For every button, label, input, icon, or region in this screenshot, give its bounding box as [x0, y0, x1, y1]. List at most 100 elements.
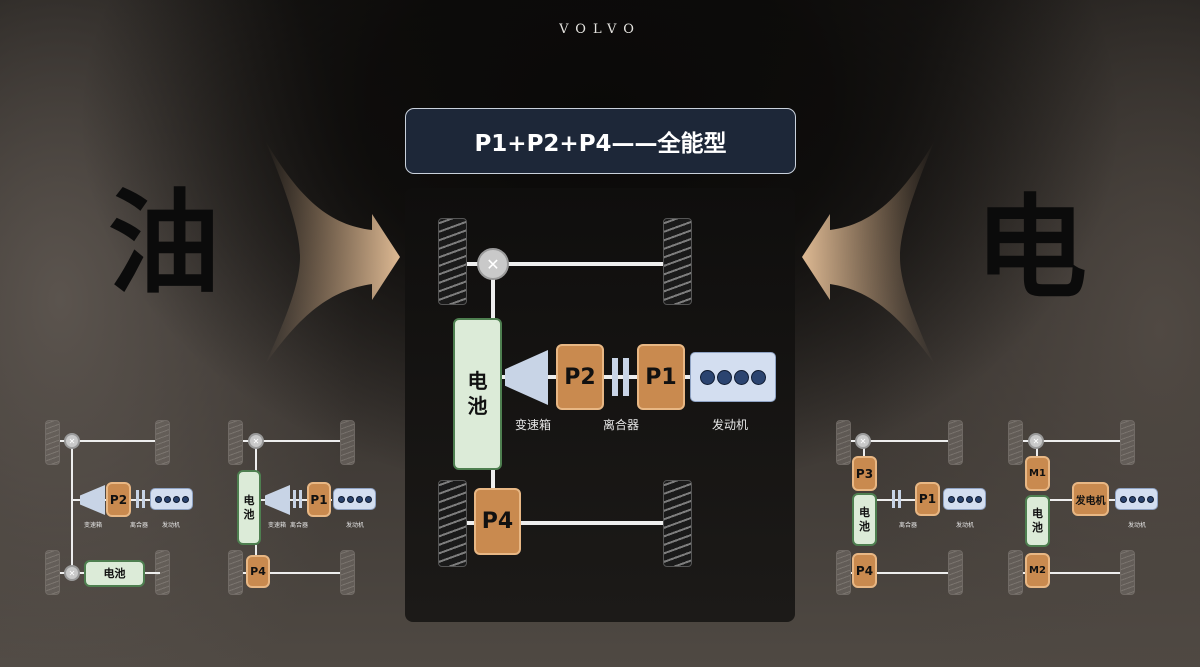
cylinder-icon	[154, 495, 162, 503]
oil-char: 油	[108, 179, 220, 309]
cylinder-icon	[717, 369, 732, 385]
clutch-plate	[612, 358, 618, 396]
diagram-title: P1+P2+P4——全能型	[405, 108, 796, 174]
motor-p3: P3	[852, 456, 877, 491]
engine-block	[333, 488, 376, 510]
front-axle	[60, 440, 155, 442]
wheel-icon	[228, 420, 243, 465]
drive-shaft	[863, 441, 865, 461]
front-axle	[243, 440, 340, 442]
cylinder-icon	[734, 369, 749, 385]
wheel-icon	[836, 420, 851, 465]
cylinder-icon	[947, 495, 955, 503]
wheel-icon	[438, 218, 467, 305]
component-label: 变速箱	[83, 522, 102, 529]
wheel-icon	[45, 550, 60, 595]
cylinder-icon	[346, 495, 354, 503]
wheel-icon	[663, 480, 692, 567]
cylinder-icon	[1128, 495, 1136, 503]
motor-p1: P1	[915, 482, 940, 516]
differential-icon: ✕	[64, 433, 80, 449]
clutch-plate	[293, 490, 296, 508]
powertrain-shaft	[877, 499, 917, 501]
electric-char: 电	[975, 184, 1087, 314]
cylinder-icon	[751, 369, 766, 385]
right-arrow-icon	[802, 140, 935, 365]
wheel-icon	[45, 420, 60, 465]
component-label: 发动机	[711, 418, 748, 432]
wheel-icon	[1008, 420, 1023, 465]
differential-icon: ✕	[1028, 433, 1044, 449]
rear-axle	[1023, 572, 1120, 574]
drive-shaft	[255, 545, 257, 557]
cylinder-icon	[364, 495, 372, 503]
cylinder-icon	[355, 495, 363, 503]
motor-p1: P1	[307, 482, 331, 517]
cylinder-icon	[1119, 495, 1127, 503]
differential-icon: ✕	[64, 565, 80, 581]
wheel-icon	[948, 420, 963, 465]
wheel-icon	[663, 218, 692, 305]
motor-p2: P2	[556, 344, 604, 410]
rear-axle	[851, 572, 948, 574]
drive-shaft	[491, 468, 495, 492]
component-label: 变速箱	[514, 418, 551, 432]
cylinder-icon	[337, 495, 345, 503]
differential-icon: ✕	[855, 433, 871, 449]
wheel-icon	[836, 550, 851, 595]
component-label: 变速箱	[267, 522, 286, 529]
powertrain-shaft	[260, 499, 332, 501]
motor-p1: P1	[637, 344, 685, 410]
component-label: 发动机	[345, 522, 364, 529]
component-label: 离合器	[289, 522, 308, 529]
motor-p2: P2	[106, 482, 131, 517]
motor-p4: P4	[474, 488, 521, 555]
wheel-icon	[1008, 550, 1023, 595]
drive-shaft	[255, 441, 257, 471]
generator-block: 发电机	[1072, 482, 1109, 516]
wheel-icon	[1120, 420, 1135, 465]
engine-block	[690, 352, 776, 402]
rear-axle	[243, 572, 340, 574]
engine-block	[943, 488, 986, 510]
motor-m1: M1	[1025, 456, 1050, 491]
battery-block: 电池	[84, 560, 145, 587]
component-label: 发动机	[161, 522, 180, 529]
battery-block: 电 池	[237, 470, 261, 545]
cylinder-icon	[974, 495, 982, 503]
wheel-icon	[340, 420, 355, 465]
front-axle	[1023, 440, 1120, 442]
clutch-plate	[892, 490, 895, 508]
drive-shaft	[71, 441, 73, 573]
motor-m2: M2	[1025, 553, 1050, 588]
wheel-icon	[340, 550, 355, 595]
volvo-logo: VOLVO	[559, 22, 641, 37]
cylinder-icon	[172, 495, 180, 503]
front-axle	[467, 262, 663, 266]
drive-shaft	[1036, 441, 1038, 461]
battery-block: 电 池	[852, 493, 877, 546]
left-arrow-icon	[265, 140, 400, 365]
component-label: 离合器	[602, 418, 639, 432]
cylinder-icon	[700, 369, 715, 385]
cylinder-icon	[956, 495, 964, 503]
battery-block: 电 池	[453, 318, 502, 470]
component-label: 发动机	[955, 522, 974, 529]
clutch-plate	[623, 358, 629, 396]
engine-block	[1115, 488, 1158, 510]
cylinder-icon	[1137, 495, 1145, 503]
motor-p4: P4	[246, 555, 270, 588]
clutch-plate	[898, 490, 901, 508]
clutch-plate	[299, 490, 302, 508]
wheel-icon	[948, 550, 963, 595]
motor-p4: P4	[852, 553, 877, 588]
wheel-icon	[155, 420, 170, 465]
component-label: 离合器	[129, 522, 148, 529]
cylinder-icon	[181, 495, 189, 503]
front-axle	[851, 440, 948, 442]
cylinder-icon	[965, 495, 973, 503]
clutch-plate	[136, 490, 139, 508]
wheel-icon	[1120, 550, 1135, 595]
clutch-plate	[142, 490, 145, 508]
